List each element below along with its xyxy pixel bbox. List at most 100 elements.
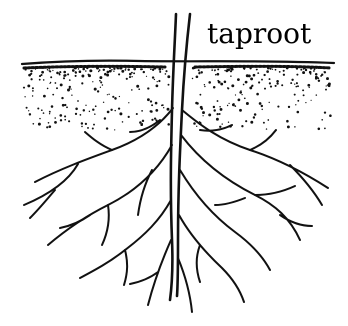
soil-speck <box>318 128 321 131</box>
soil-speck <box>276 82 278 84</box>
soil-speck <box>32 95 33 96</box>
soil-speck <box>147 87 149 89</box>
soil-speck <box>288 106 290 108</box>
soil-speck <box>286 67 289 70</box>
soil-speck <box>196 126 197 127</box>
taproot-right-edge <box>177 14 190 296</box>
soil-speck <box>217 73 220 76</box>
soil-speck <box>324 128 326 130</box>
soil-speck <box>257 72 259 74</box>
soil-speck <box>270 86 272 88</box>
soil-speck <box>165 70 167 72</box>
soil-speck <box>49 111 51 113</box>
soil-speck <box>217 68 219 70</box>
soil-speck <box>300 69 302 71</box>
soil-speck <box>193 122 196 125</box>
soil-speck <box>150 110 152 112</box>
soil-speck <box>310 67 313 70</box>
soil-speck <box>167 75 170 78</box>
soil-speck <box>95 105 97 107</box>
soil-speck <box>318 67 320 69</box>
soil-speck <box>125 68 126 69</box>
soil-speck <box>100 87 101 88</box>
lateral-root <box>138 170 152 215</box>
soil-speck <box>150 100 152 102</box>
soil-speck <box>163 107 164 108</box>
soil-speck <box>275 85 277 87</box>
soil-speck <box>277 106 279 108</box>
soil-speck <box>295 104 296 105</box>
lateral-root <box>148 240 171 305</box>
soil-speck <box>259 102 262 105</box>
soil-speck <box>107 111 110 114</box>
soil-speck <box>125 69 127 71</box>
soil-speck <box>215 74 217 76</box>
soil-speck <box>204 86 205 87</box>
soil-speck <box>81 82 83 84</box>
soil-speck <box>29 113 31 115</box>
soil-speck <box>256 69 257 70</box>
soil-speck <box>90 70 92 72</box>
lateral-root <box>181 135 300 240</box>
soil-speck <box>83 109 85 111</box>
soil-speck <box>204 84 205 85</box>
soil-speck <box>98 71 99 72</box>
soil-speck <box>243 84 245 86</box>
soil-speck <box>305 69 307 71</box>
soil-speck <box>119 96 120 97</box>
soil-speck <box>213 106 215 108</box>
lateral-root <box>60 215 90 228</box>
soil-speck <box>37 107 39 109</box>
soil-speck <box>261 109 262 110</box>
soil-speck <box>211 69 213 71</box>
soil-speck <box>220 108 223 111</box>
soil-speck <box>92 127 94 129</box>
soil-speck <box>195 102 198 105</box>
soil-speck <box>64 74 66 76</box>
soil-speck <box>258 81 260 83</box>
soil-speck <box>97 90 99 92</box>
soil-speck <box>99 80 101 82</box>
soil-speck <box>161 105 163 107</box>
soil-speck <box>88 74 90 76</box>
soil-speck <box>60 71 62 73</box>
soil-speck <box>294 94 296 96</box>
taproot-left-edge <box>170 14 176 300</box>
soil-speck <box>167 123 170 126</box>
soil-speck <box>114 110 115 111</box>
soil-speck <box>77 100 79 102</box>
soil-speck <box>162 69 163 70</box>
soil-speck <box>155 109 158 112</box>
soil-speckles <box>23 67 332 131</box>
taproot <box>170 14 190 300</box>
soil-speck <box>139 121 142 124</box>
soil-speck <box>214 70 215 71</box>
soil-speck <box>42 67 44 69</box>
soil-speck <box>99 76 102 79</box>
soil-speck <box>54 121 57 124</box>
soil-speck <box>230 67 233 70</box>
soil-speck <box>81 126 83 128</box>
soil-speck <box>54 117 56 119</box>
lateral-root <box>290 165 322 205</box>
soil-speck <box>52 94 54 96</box>
soil-speck <box>64 115 66 117</box>
soil-speck <box>68 120 70 122</box>
soil-speck <box>48 122 50 124</box>
soil-speck <box>35 68 36 69</box>
soil-speck <box>199 72 200 73</box>
soil-speck <box>24 68 26 70</box>
soil-speck <box>241 125 243 127</box>
lateral-root <box>180 170 270 270</box>
soil-speck <box>246 74 249 77</box>
soil-speck <box>151 104 153 106</box>
soil-speck <box>50 76 52 78</box>
soil-speck <box>218 81 221 84</box>
soil-speck <box>216 113 218 115</box>
soil-speck <box>234 105 236 107</box>
soil-speck <box>296 82 298 84</box>
soil-speck <box>114 129 115 130</box>
soil-surface-shade <box>24 66 330 68</box>
soil-speck <box>114 97 116 99</box>
soil-speck <box>245 81 248 84</box>
